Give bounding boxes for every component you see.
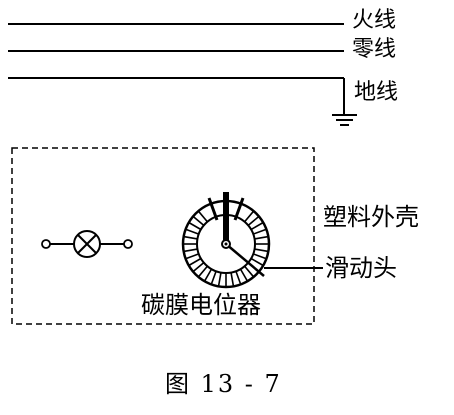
track-segment <box>239 268 249 282</box>
track-segment <box>192 215 205 226</box>
track-segment <box>188 221 202 231</box>
potentiometer <box>181 192 271 289</box>
track-segment <box>185 228 200 235</box>
track-segment <box>250 257 264 267</box>
track-segment <box>183 235 198 240</box>
track-segment <box>203 268 213 282</box>
slider-label: 滑动头 <box>325 254 397 282</box>
track-segment <box>252 228 267 235</box>
track-segment <box>244 265 255 278</box>
track-segment <box>217 272 222 287</box>
track-segment <box>235 270 242 285</box>
track-segment <box>254 235 269 240</box>
lamp-symbol <box>41 230 133 258</box>
live-wire-label: 火线 <box>352 8 397 33</box>
track-segment <box>197 210 208 223</box>
track-segment <box>250 221 264 231</box>
pot-terminal-right <box>233 197 245 221</box>
neutral-wire-label: 零线 <box>352 37 397 62</box>
potentiometer-label: 碳膜电位器 <box>141 291 261 319</box>
plastic-enclosure <box>11 147 315 325</box>
track-segment <box>197 265 208 278</box>
pot-wiper[interactable] <box>225 243 265 277</box>
track-segment <box>247 215 260 226</box>
ground-wire-label: 地线 <box>354 80 399 105</box>
track-segment <box>254 248 269 253</box>
earth-symbol <box>332 78 357 126</box>
track-segment <box>244 210 255 223</box>
track-segment <box>185 253 200 260</box>
track-segment <box>188 257 202 267</box>
pot-terminal-left <box>207 197 219 221</box>
track-segment <box>230 272 235 287</box>
track-segment <box>210 270 217 285</box>
pot-terminal-center <box>223 192 229 244</box>
track-segment <box>183 248 198 253</box>
figure-caption: 图 13 - 7 <box>165 370 282 398</box>
enclosure-label: 塑料外壳 <box>323 203 419 231</box>
track-segment <box>252 253 267 260</box>
track-segment <box>192 262 205 273</box>
